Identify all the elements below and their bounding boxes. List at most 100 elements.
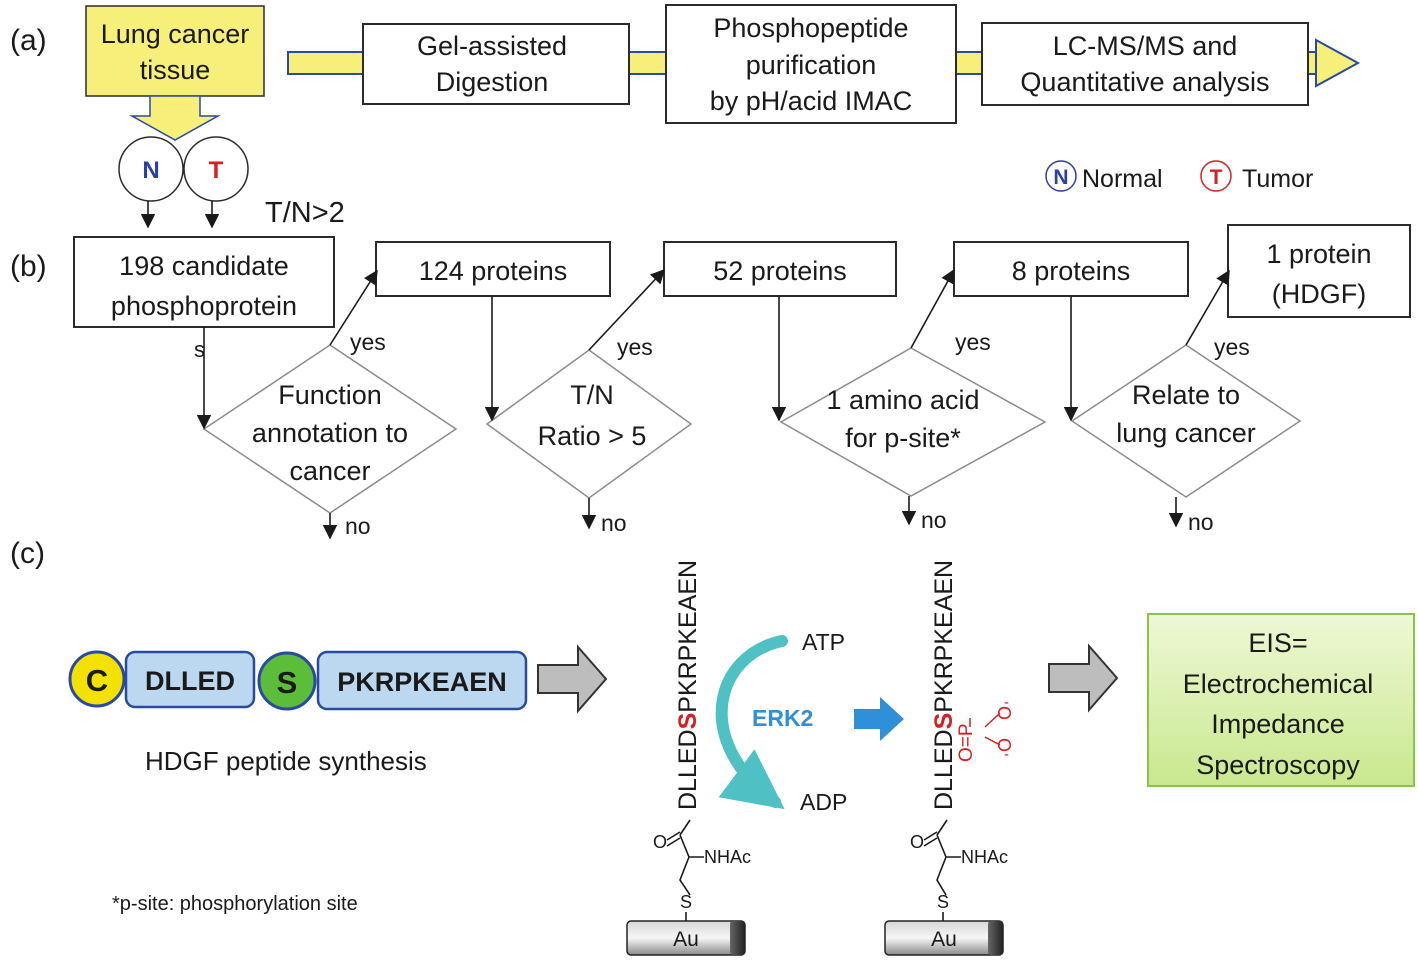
criterion-function-annotation: Function annotation to cancer — [202, 344, 458, 514]
legend-normal: N Normal — [1045, 160, 1163, 193]
cysteine-linker-structure-2: O NHAc S — [910, 819, 1008, 921]
result-52-label: 52 proteins — [713, 256, 847, 286]
phosphate-group: O=P O O - - — [956, 694, 1015, 763]
eis-line-4: Spectroscopy — [1196, 750, 1360, 780]
legend-tumor-letter: T — [1210, 166, 1223, 189]
phospho-sequence-vertical-text: DLLEDSPKRPKEAEN — [930, 560, 958, 810]
peptide-dlled-block: DLLED — [124, 650, 256, 709]
sequence-prefix: DLLED — [674, 729, 702, 810]
result-box-1-protein-hdgf: 1 protein (HDGF) — [1227, 224, 1411, 318]
no-label-2: no — [601, 510, 627, 536]
criterion-3-line-1: 1 amino acid — [826, 385, 979, 415]
eis-line-3: Impedance — [1211, 709, 1345, 739]
phospho-sequence-suffix: PKRPKEAEN — [930, 560, 958, 713]
step-gel-line-1: Gel-assisted — [417, 31, 567, 61]
eis-result-box: EIS= Electrochemical Impedance Spectrosc… — [1147, 613, 1415, 787]
gold-electrode-2: Au — [884, 920, 1004, 956]
normal-sample-circle: N — [118, 136, 184, 202]
sequence-suffix: PKRPKEAEN — [674, 560, 702, 713]
panel-label-a: (a) — [10, 24, 47, 57]
criterion-1-line-3: cancer — [289, 456, 370, 486]
criterion-tn-ratio: T/N Ratio > 5 — [485, 349, 693, 499]
result-box-52-proteins: 52 proteins — [663, 241, 897, 297]
sulfur-label-1: S — [680, 892, 692, 912]
cysteine-linker-structure-1: O NHAc S — [653, 819, 751, 921]
tissue-line-2: tissue — [140, 55, 211, 85]
no-label-4: no — [1188, 509, 1214, 535]
step-imac-line-1: Phosphopeptide — [713, 13, 908, 43]
yes-arrow-4 — [1185, 269, 1230, 346]
gold-electrode-1: Au — [626, 920, 746, 956]
legend-normal-letter: N — [1053, 166, 1068, 189]
adp-label: ADP — [800, 789, 847, 815]
phospho-sequence-site: S — [930, 713, 958, 730]
legend-normal-label: Normal — [1082, 165, 1163, 193]
grey-arrow-to-eis — [1048, 643, 1119, 713]
criterion-3-line-2: for p-site* — [845, 423, 961, 453]
start-line-1: 198 candidate — [119, 251, 289, 281]
kinase-reaction-arc — [715, 635, 788, 810]
criterion-2-line-2: Ratio > 5 — [538, 421, 647, 451]
tumor-sample-circle: T — [183, 136, 249, 202]
yes-label-1: yes — [350, 329, 386, 355]
ratio-label: T/N>2 — [265, 197, 345, 229]
yes-label-3: yes — [955, 329, 991, 355]
tissue-down-arrow — [129, 95, 221, 141]
step-lcms-line-2: Quantitative analysis — [1020, 67, 1269, 97]
carbonyl-o-2: O — [910, 832, 924, 852]
result-hdgf-line-1: 1 protein — [1266, 239, 1371, 269]
peptide-dlled-label: DLLED — [145, 666, 235, 696]
legend-tumor-label: Tumor — [1242, 165, 1313, 193]
criterion-4-line-1: Relate to — [1132, 380, 1240, 410]
phosphate-text: O=P — [956, 723, 977, 762]
phosphate-o-double: O= — [956, 736, 977, 762]
tumor-sample-letter: T — [209, 157, 224, 184]
peptide-pkrpkeaen-label: PKRPKEAEN — [337, 667, 507, 697]
peptide-sequence-unmodified: DLLEDSPKRPKEAEN — [674, 560, 702, 810]
yes-arrow-2 — [588, 268, 665, 351]
criterion-amino-acid-psite: 1 amino acid for p-site* — [779, 347, 1047, 497]
start-box-198-candidates: 198 candidate phosphoprotein — [73, 236, 335, 328]
stray-s-label: s — [194, 337, 205, 362]
criterion-relate-lung-cancer: Relate to lung cancer — [1070, 344, 1302, 498]
phosphate-charge-top: - — [1004, 694, 1009, 711]
yes-arrow-1 — [329, 269, 378, 346]
normal-sample-letter: N — [142, 157, 159, 184]
step-lcms-line-1: LC-MS/MS and — [1053, 31, 1238, 61]
carbonyl-o-1: O — [653, 832, 667, 852]
result-box-8-proteins: 8 proteins — [953, 241, 1189, 297]
phosphate-o-minus-bottom: O — [995, 738, 1015, 752]
eis-line-2: Electrochemical — [1183, 669, 1374, 699]
eis-line-1: EIS= — [1248, 628, 1307, 658]
yes-label-2: yes — [617, 334, 653, 360]
yes-arrow-3 — [910, 268, 955, 349]
step-imac-line-2: purification — [746, 50, 877, 80]
synthesis-caption: HDGF peptide synthesis — [145, 746, 427, 776]
peptide-pkrpkeaen-block: PKRPKEAEN — [316, 650, 528, 711]
tissue-line-1: Lung cancer — [101, 19, 250, 49]
blue-reaction-arrow — [854, 697, 904, 741]
sequence-vertical-text: DLLEDSPKRPKEAEN — [674, 560, 702, 810]
lung-cancer-tissue-box: Lung cancer tissue — [85, 5, 265, 97]
gold-label-1: Au — [673, 928, 699, 951]
criterion-2-line-1: T/N — [570, 380, 614, 410]
step-imac-line-3: by pH/acid IMAC — [710, 86, 913, 116]
phospho-sequence-prefix: DLLED — [930, 729, 958, 810]
result-8-label: 8 proteins — [1012, 256, 1131, 286]
peptide-cysteine-circle: C — [68, 650, 126, 708]
step-phosphopeptide-purification: Phosphopeptide purification by pH/acid I… — [665, 4, 957, 124]
panel-label-c: (c) — [10, 537, 45, 570]
result-box-124-proteins: 124 proteins — [375, 241, 611, 297]
no-label-3: no — [921, 507, 947, 533]
criterion-1-line-1: Function — [278, 380, 382, 410]
peptide-c-letter: C — [86, 663, 108, 698]
phosphate-p: P — [956, 723, 977, 736]
criterion-1-line-2: annotation to — [252, 418, 408, 448]
sulfur-label-2: S — [937, 892, 949, 912]
result-hdgf-line-2: (HDGF) — [1272, 279, 1366, 309]
nhac-label-1: NHAc — [704, 847, 751, 867]
phosphate-o-minus-top: O — [995, 706, 1015, 720]
step-lcms-analysis: LC-MS/MS and Quantitative analysis — [981, 22, 1309, 106]
grey-arrow-to-kinase — [537, 644, 608, 714]
